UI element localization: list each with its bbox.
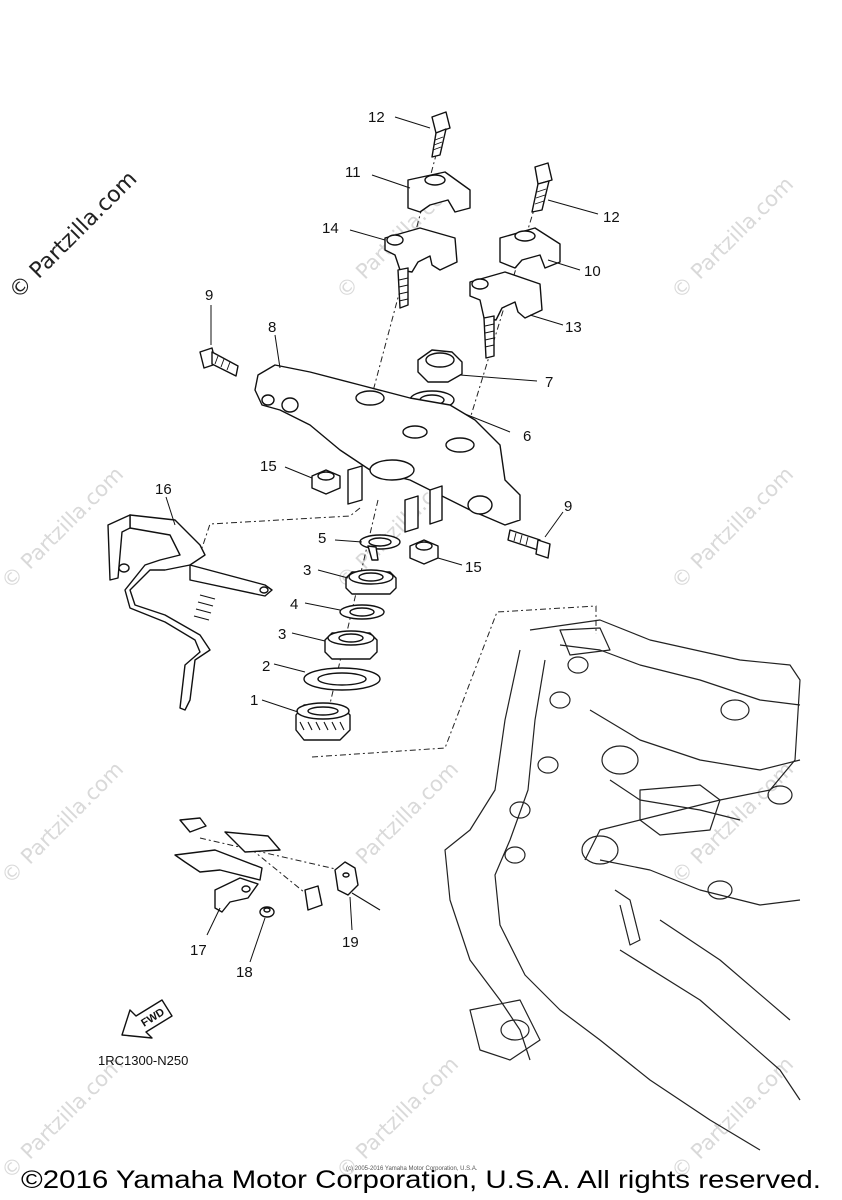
screw-18	[249, 906, 275, 963]
bolt-12-right	[531, 162, 599, 215]
callout-13: 13	[565, 319, 582, 336]
copyright-notice: ©2016 Yamaha Motor Corporation, U.S.A. A…	[21, 1166, 821, 1194]
bolt-12-left	[394, 111, 451, 158]
callout-14: 14	[322, 220, 339, 237]
callout-8: 8	[268, 319, 276, 336]
lower-holder-13	[469, 271, 564, 359]
bracket-16	[107, 496, 273, 711]
callout-5: 5	[318, 530, 326, 547]
nut-15-right	[409, 539, 463, 566]
watermark-layer: © Partzilla.com © Partzilla.com © Partzi…	[0, 172, 798, 1184]
ring-nut-3-lower	[291, 630, 378, 660]
partzilla-watermark: © Partzilla.com	[5, 167, 143, 305]
stay-17	[174, 817, 281, 936]
callout-16: 16	[155, 481, 172, 498]
callout-12: 12	[603, 209, 620, 226]
bearing-1	[261, 699, 351, 741]
watermark: © Partzilla.com	[667, 757, 799, 889]
callout-19: 19	[342, 934, 359, 951]
upper-bracket-8	[254, 334, 521, 533]
small-copyright: (c) 2005-2016 Yamaha Motor Corporation, …	[346, 1166, 478, 1172]
callout-17: 17	[190, 942, 207, 959]
watermark: © Partzilla.com	[667, 462, 799, 594]
callout-6: 6	[523, 428, 531, 445]
callout-10: 10	[584, 263, 601, 280]
sensor-19	[304, 861, 381, 931]
ring-nut-3-upper	[317, 569, 397, 595]
lock-washer-5	[334, 534, 401, 561]
frame-outline	[444, 619, 801, 1151]
watermark: © Partzilla.com	[332, 1052, 464, 1184]
callout-4: 4	[290, 596, 298, 613]
callout-2: 2	[262, 658, 270, 675]
lower-holder-14	[349, 227, 458, 309]
callout-11: 11	[345, 164, 361, 181]
washer-4	[304, 602, 385, 620]
forward-arrow-icon: FWD	[121, 999, 173, 1039]
watermark: © Partzilla.com	[0, 1052, 128, 1184]
callout-12: 12	[368, 109, 385, 126]
callout-3: 3	[303, 562, 311, 579]
bolt-9-left	[199, 305, 239, 377]
upper-holder-11	[371, 171, 471, 213]
watermark: © Partzilla.com	[0, 757, 128, 889]
steering-nut-7	[417, 349, 538, 383]
nut-15-left	[284, 466, 341, 495]
diagram-code: 1RC1300-N250	[98, 1053, 188, 1068]
dust-seal-2	[273, 663, 381, 691]
callout-numbers: 1 2 3 3 4 5 6 7 8 9 9 10 11 12 12 13 14 …	[155, 109, 620, 981]
callout-1: 1	[250, 692, 258, 709]
upper-holder-10	[499, 227, 581, 271]
callout-18: 18	[236, 964, 253, 981]
callout-9: 9	[205, 287, 213, 304]
callout-15: 15	[260, 458, 277, 475]
callout-7: 7	[545, 374, 553, 391]
bolt-9-right	[507, 511, 564, 559]
callout-3: 3	[278, 626, 286, 643]
watermark: © Partzilla.com	[667, 172, 799, 304]
callout-9: 9	[564, 498, 572, 515]
watermark: © Partzilla.com	[667, 1052, 799, 1184]
callout-15: 15	[465, 559, 482, 576]
